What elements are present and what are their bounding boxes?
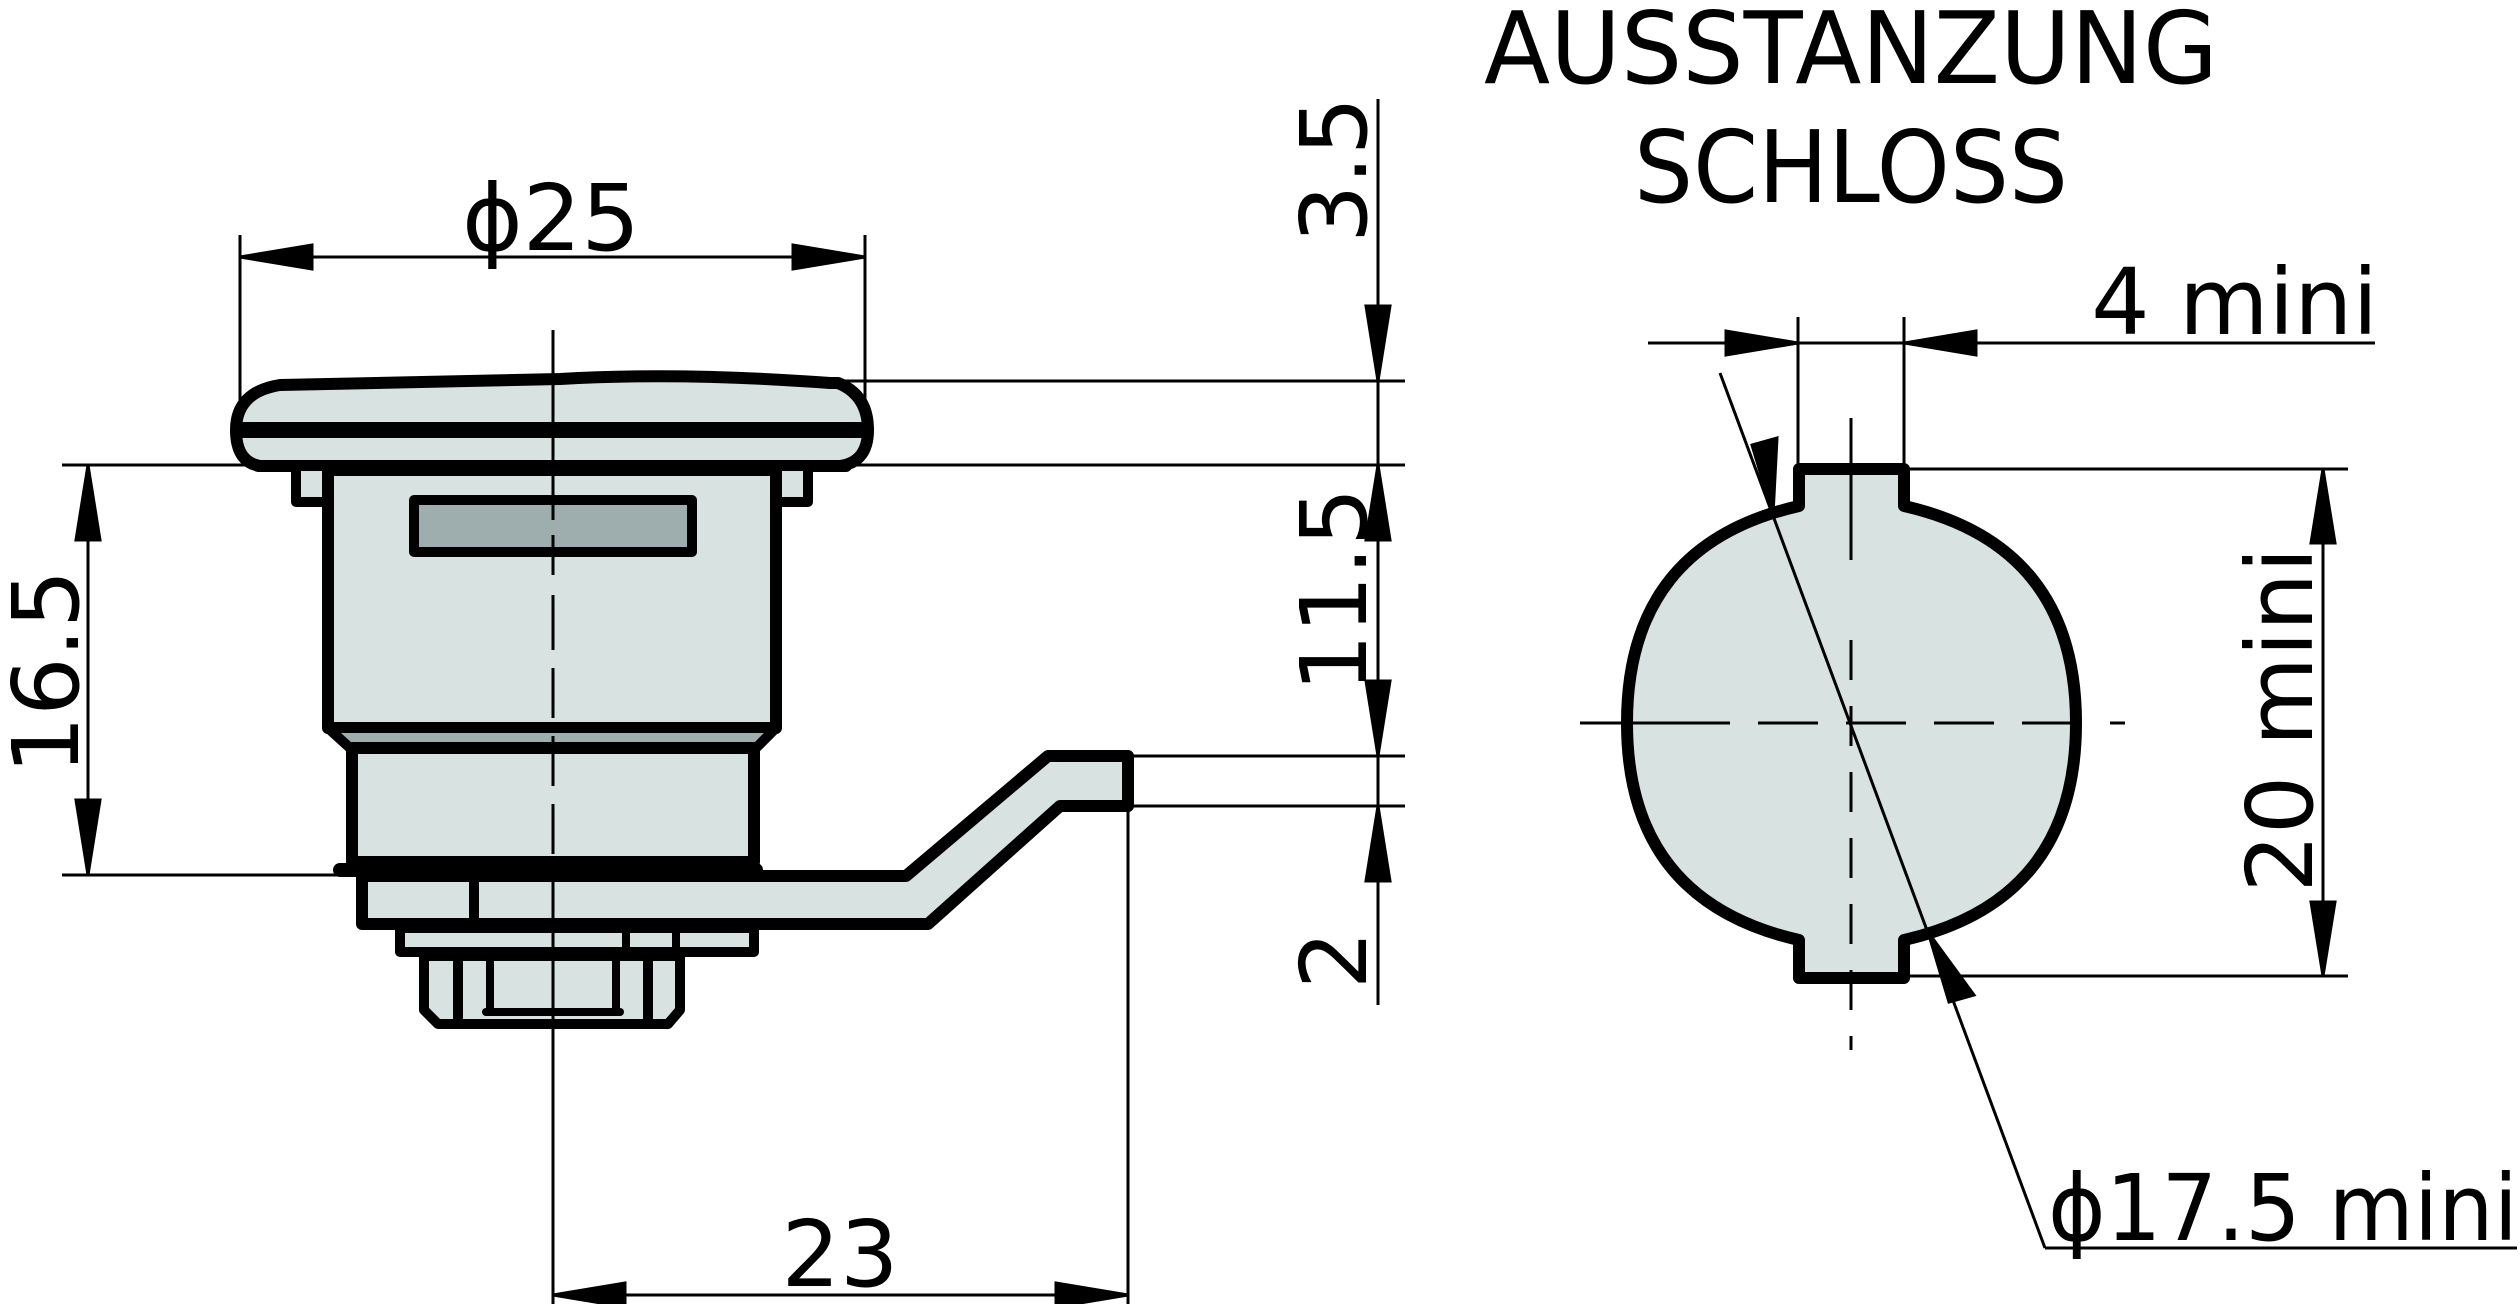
dim-cap-diameter — [238, 235, 867, 430]
dim-overall-height-label: 16.5 — [0, 570, 100, 775]
dim-tab-width — [1648, 317, 2375, 470]
dim-chain-vertical — [840, 99, 1405, 1005]
dim-cam-thickness-label: 2 — [1281, 931, 1388, 990]
dim-cutout-diameter-label: ϕ17.5 mini — [2048, 1155, 2518, 1262]
dim-cap-height-label: 3.5 — [1281, 97, 1388, 243]
dim-cap-diameter-label: ϕ25 — [462, 165, 640, 272]
lock-side-view — [230, 370, 1134, 1029]
dim-overall-height — [62, 463, 356, 877]
dim-cam-reach — [552, 806, 1130, 1304]
title-line-2: SCHLOSS — [1634, 109, 2068, 226]
dim-cam-reach-label: 23 — [781, 1201, 898, 1304]
washer — [395, 923, 759, 957]
dim-tab-width-label: 4 mini — [2091, 249, 2378, 356]
dim-cutout-height — [1906, 467, 2348, 978]
dim-cutout-diameter — [1718, 372, 2517, 1250]
dim-body-to-cam-label: 11.5 — [1281, 488, 1388, 693]
dim-cutout-height-label: 20 mini — [2227, 547, 2334, 892]
cutout-center-lines — [1580, 418, 2125, 1050]
title-line-1: AUSSTANZUNG — [1484, 0, 2218, 107]
